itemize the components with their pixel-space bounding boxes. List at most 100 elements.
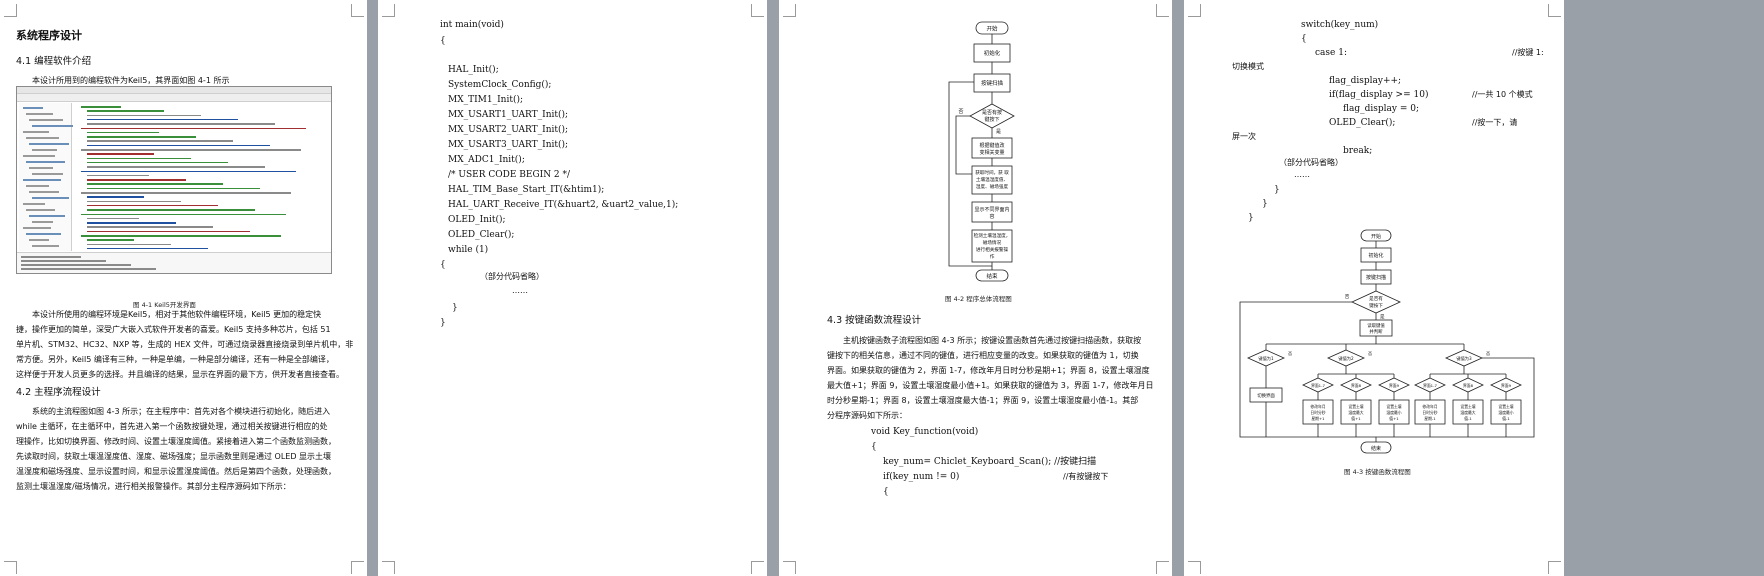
- code-line: if(flag_display >= 10): [1329, 90, 1429, 100]
- flow-yes-label: 是: [996, 129, 1001, 135]
- flow-sub-label: 界面1-7: [1423, 383, 1437, 388]
- flow-box-label: 根据键值改: [979, 142, 1004, 149]
- flow-box-label: 并判断: [1369, 328, 1383, 335]
- code-line: SystemClock_Config();: [448, 80, 552, 90]
- flow-decision-label: 是否有: [1369, 295, 1383, 302]
- code-line: }: [1262, 199, 1268, 209]
- tree-row: [23, 179, 61, 181]
- output-row: [21, 268, 156, 270]
- tree-row: [32, 197, 69, 199]
- code-line: switch(key_num): [1301, 20, 1379, 30]
- crop-mark: [751, 4, 764, 17]
- document-page-4: switch(key_num) { case 1: //按键 1: 切换模式 f…: [1184, 0, 1564, 576]
- paragraph: 本设计所用到的编程软件为Keil5，其界面如图 4-1 所示: [32, 76, 230, 85]
- paragraph-line: 监测土壤温湿度/磁场情况，进行相关报警操作。其部分主程序源码如下所示：: [16, 482, 291, 491]
- code-line: {: [883, 487, 889, 497]
- flow-start-label: 开始: [986, 25, 998, 33]
- flow-box-label: 土壤温湿度值、: [976, 176, 1008, 183]
- tree-row: [29, 239, 49, 241]
- tree-row: [29, 119, 63, 121]
- flow-box-label: 切换界面: [1257, 392, 1275, 399]
- flow-box-label: 变相关变量: [979, 149, 1004, 156]
- tree-row: [26, 185, 49, 187]
- code-row: [87, 123, 275, 125]
- code-editor: [75, 103, 329, 251]
- paragraph-line: 界面。如果获取的键值为 2，界面 1-7，修改年月日时分秒是期+1；界面 8，设…: [827, 366, 1150, 375]
- code-line: OLED_Clear();: [448, 230, 515, 240]
- flow-decision-label: 键按下: [1369, 302, 1383, 309]
- code-line: {: [871, 442, 877, 452]
- code-row: [87, 179, 186, 181]
- flow-no-label: 否: [1368, 351, 1372, 357]
- tree-row: [26, 161, 65, 163]
- code-row: [87, 239, 134, 241]
- flow-box-label: 检测土壤温湿度，: [974, 232, 1011, 239]
- flow-action-box: [1490, 399, 1522, 425]
- code-row: [87, 157, 191, 160]
- paragraph-line: 常方便。另外，Keil5 编译有三种，一种是单编，一种是部分编译，还有一种是全部…: [16, 355, 334, 364]
- flow-action-label: 值+1: [1351, 416, 1361, 421]
- code-line: }: [440, 318, 446, 328]
- flow-box-label: 磁场情况: [983, 239, 1002, 246]
- code-comment: //按一下，请: [1472, 118, 1518, 127]
- code-line: break;: [1343, 146, 1373, 156]
- crop-mark: [783, 4, 796, 17]
- flow-key-scan-label: 按键扫描: [1366, 274, 1386, 281]
- flow-action-label: 湿度最大: [1460, 410, 1475, 415]
- flow-box-label: 容: [989, 213, 994, 220]
- crop-mark: [1156, 4, 1169, 17]
- flow-sub-label: 界面9: [1501, 383, 1512, 388]
- paragraph-line: 系统的主流程图如图 4-3 所示；在主程序中：首先对各个模块进行初始化，随后进入: [32, 407, 331, 416]
- paragraph-line: while 主循环，在主循环中，首先进入第一个函数按键处理，通过相关按键进行相应…: [16, 422, 328, 431]
- tree-row: [32, 149, 57, 151]
- flow-start-label: 开始: [1371, 233, 1381, 240]
- code-row: [81, 192, 291, 194]
- flow-sub-label: 界面1-7: [1311, 383, 1325, 388]
- paragraph-line: 分程序源码如下所示：: [827, 411, 907, 420]
- code-line: HAL_TIM_Base_Start_IT(&htim1);: [448, 185, 605, 195]
- document-page-2: int main(void) { HAL_Init(); SystemClock…: [378, 0, 767, 576]
- code-line: case 1:: [1315, 48, 1347, 58]
- crop-mark: [351, 4, 364, 17]
- code-line: /* USER CODE BEGIN 2 */: [448, 170, 571, 180]
- tree-row: [26, 137, 59, 139]
- code-line: {: [440, 260, 446, 270]
- flow-action-label: 值-1: [1464, 416, 1472, 421]
- flow-end: [975, 269, 1009, 282]
- flow-decision-label: 键值为1: [1258, 355, 1274, 362]
- tree-row: [26, 209, 55, 211]
- flow-decision-label: 键值为2: [1338, 355, 1354, 362]
- code-row: [87, 110, 164, 112]
- flow-decision-label: 键按下: [984, 116, 999, 123]
- output-row: [21, 260, 106, 262]
- code-row: [81, 127, 306, 129]
- code-row: [87, 243, 171, 246]
- flow-no-label: 否: [1288, 351, 1292, 357]
- code-line: }: [1248, 213, 1254, 223]
- code-row: [87, 131, 159, 134]
- flow-no-label: 否: [1345, 294, 1350, 300]
- code-row: [81, 149, 301, 151]
- output-row: [21, 264, 131, 266]
- section-heading-4-1: 4.1 编程软件介绍: [16, 56, 92, 67]
- key-flowchart: 开始 初始化 按键扫描 是否有 键按下 否 是 读取键值 并判断 键值为1 键值…: [1239, 229, 1535, 454]
- code-line: MX_USART3_UART_Init();: [448, 140, 569, 150]
- code-line: int main(void): [440, 20, 504, 30]
- code-line: void Key_function(void): [871, 427, 979, 437]
- code-row: [87, 196, 144, 198]
- code-row: [87, 226, 213, 228]
- main-flowchart: 开始 初始化 按键扫描 是否有按 键按下 否 是 根据键值改 变相关变量 获取时…: [948, 21, 1015, 282]
- code-row: [87, 183, 223, 185]
- code-row: [87, 217, 139, 220]
- tree-row: [23, 227, 51, 229]
- flow-action-label: 湿度最小: [1386, 410, 1401, 415]
- flow-init-label: 初始化: [1368, 252, 1383, 259]
- key3-branches: 界面1-7 界面8 界面9 修改年月 日时分秒 星期-1 设置土壤 湿度最大 值…: [1414, 366, 1522, 437]
- code-row: [87, 187, 260, 190]
- project-tree: [19, 103, 73, 251]
- paragraph-line: 主机按键函数子流程图如图 4-3 所示；按键设置函数首先通过按键扫描函数，获取按: [843, 336, 1142, 345]
- code-line: 屏一次: [1232, 132, 1256, 141]
- tree-row: [26, 233, 61, 235]
- code-row: [81, 213, 286, 215]
- paragraph-line: 捷，操作更加的简单，深受广大嵌入式软件开发者的喜爱。Keil5 支持多种芯片，包…: [16, 325, 331, 334]
